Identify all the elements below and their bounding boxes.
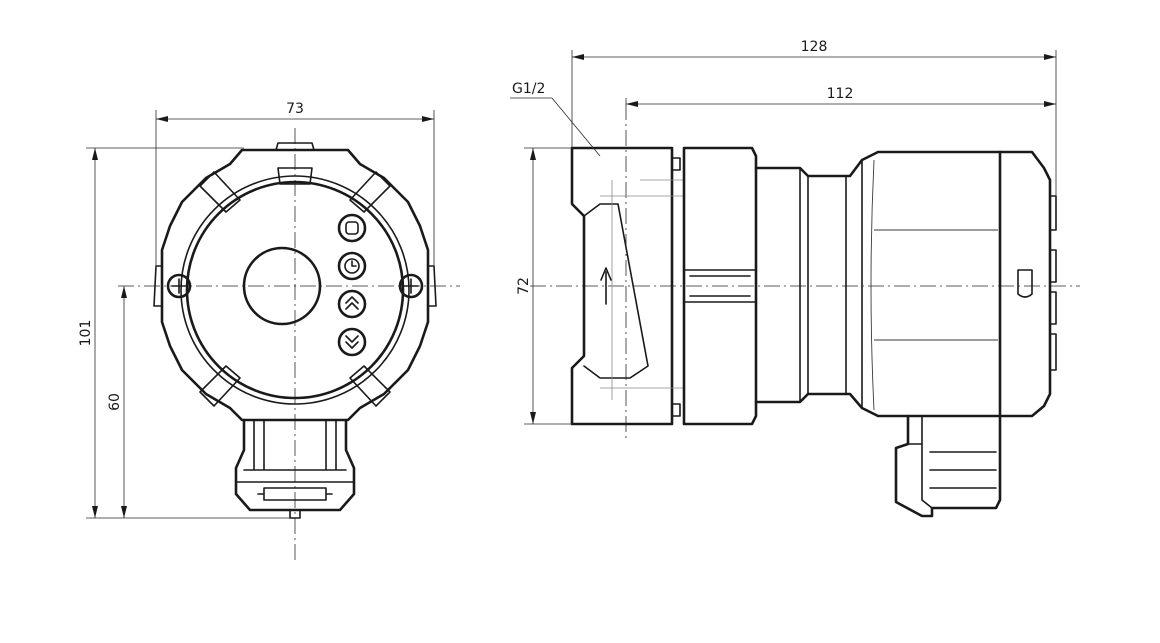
dim-112-label: 112 (827, 86, 854, 102)
dim-101-label: 101 (78, 320, 94, 347)
phillips-screw-icon (398, 273, 424, 299)
side-control-head-buttons (1049, 195, 1057, 371)
dim-73-label: 73 (286, 101, 304, 117)
front-center-window (242, 246, 322, 326)
front-connector-pin (289, 509, 301, 519)
side-union-nut-details (683, 269, 757, 303)
front-right-ear (427, 265, 437, 307)
dim-128-label: 128 (801, 39, 828, 55)
front-housing-outline (160, 148, 430, 422)
side-connector-body (894, 414, 1002, 518)
dim-72-label: 72 (516, 277, 532, 295)
front-left-ear (153, 265, 163, 307)
phillips-screw-icon (166, 273, 192, 299)
side-neck-details (799, 159, 863, 409)
side-connector-details (907, 415, 997, 509)
side-union-nut (682, 146, 758, 426)
side-neck (754, 150, 1002, 418)
thread-label: G1/2 (512, 81, 545, 97)
chevron-up-icon (337, 289, 367, 319)
front-inner-ring (185, 180, 405, 400)
side-inlet-details (583, 157, 681, 417)
front-housing-ribs (199, 167, 391, 407)
flow-arrow-icon (600, 267, 612, 305)
side-latch (1017, 269, 1033, 298)
front-housing-top-rim (241, 142, 349, 151)
chevron-down-icon (337, 327, 367, 357)
power-button-icon (337, 213, 367, 243)
front-connector-details (235, 419, 355, 501)
side-inlet-block (570, 146, 674, 426)
dim-60-label: 60 (107, 393, 123, 411)
side-control-head (998, 150, 1052, 418)
thread-leader-line (551, 97, 601, 157)
side-view: G1/2 128 112 72 (510, 39, 1080, 518)
front-inner-ring-outer (180, 175, 410, 405)
side-inlet-hidden (600, 179, 684, 400)
front-view: 73 101 60 (78, 101, 460, 560)
side-motor-contours (870, 159, 998, 411)
clock-icon (337, 251, 367, 281)
